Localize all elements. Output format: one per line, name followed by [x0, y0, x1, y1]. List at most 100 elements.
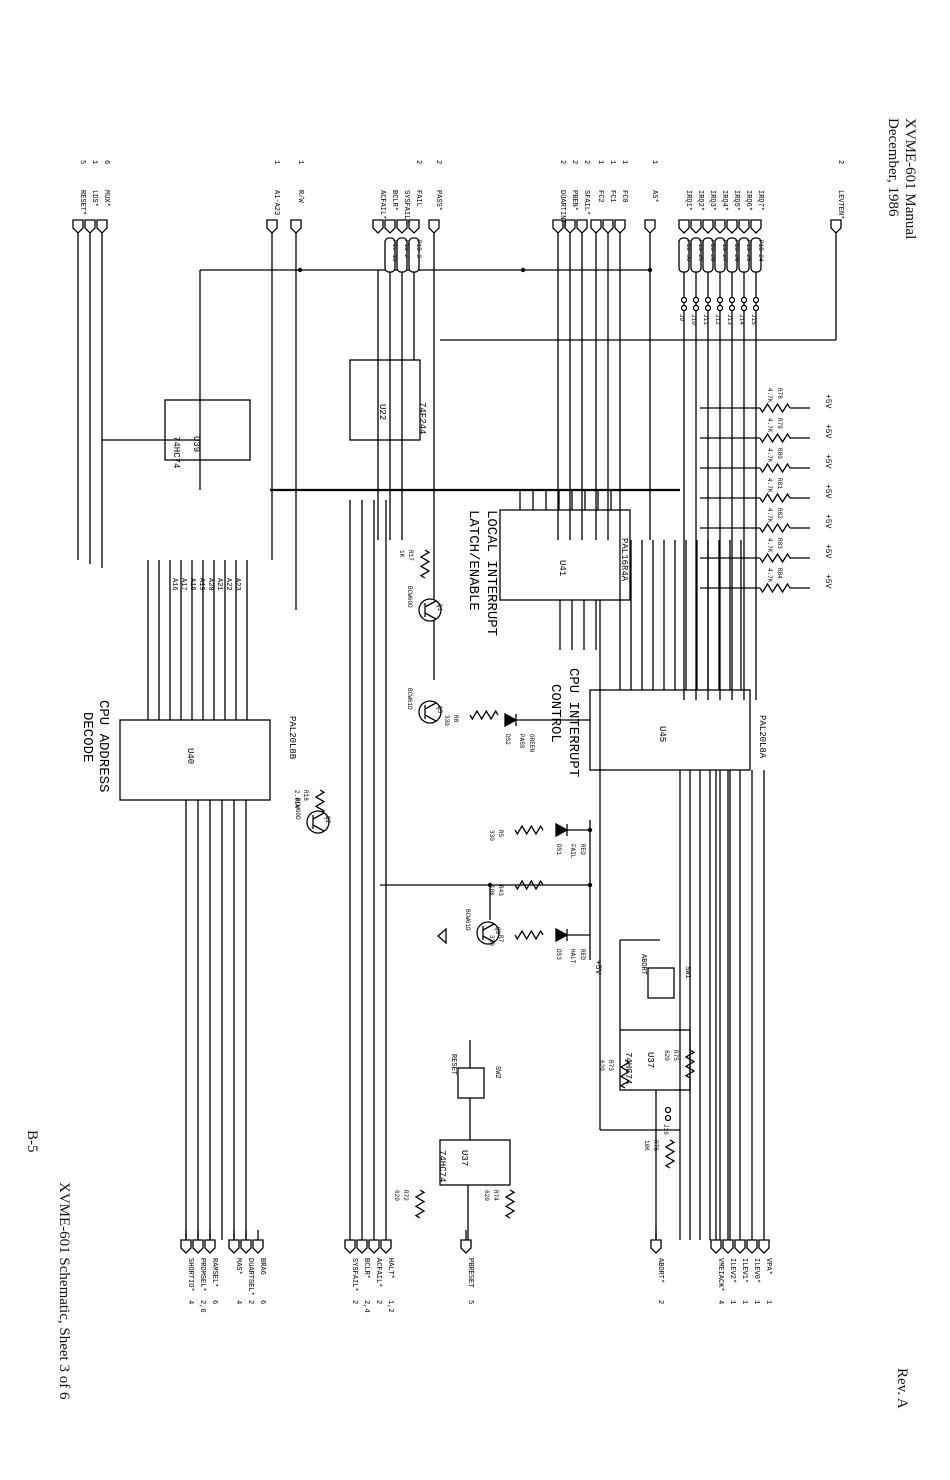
address-line-label: A19: [197, 578, 205, 591]
resistor-value: 620: [598, 1060, 605, 1071]
led-ref: DS2: [504, 734, 511, 745]
top-signal-sheet: 2: [582, 160, 590, 164]
bottom-signal-connector: [460, 1239, 472, 1254]
p1-pin-label: P1B-26: [733, 240, 740, 262]
top-signal-name: IRQ1*: [684, 190, 692, 211]
vcc-label-pullup-3: +5V: [823, 484, 832, 499]
pullup-value: 4.7K: [766, 388, 773, 403]
cpu-address-subtitle: DECODE: [79, 712, 95, 762]
bottom-signal-name: SHORTIO*: [186, 1258, 194, 1292]
p1-pin-label: P1B-28: [709, 240, 716, 262]
top-signal-connector: [72, 219, 84, 234]
top-signal-sheet: 1: [620, 160, 628, 164]
u37b-ref: U37: [459, 1150, 469, 1166]
jumper-pin: [752, 296, 760, 304]
jumper-label: J9: [678, 314, 685, 322]
top-signal-name: IRQ4*: [720, 190, 728, 211]
u22-part: 74F244: [417, 402, 427, 434]
bottom-signal-name: ILEV2*: [728, 1258, 736, 1283]
resistor-value: 330: [488, 935, 495, 946]
top-signal-name: FC1: [608, 190, 616, 203]
led-label: FAIL: [569, 844, 576, 859]
pullup-resistor: [759, 582, 791, 594]
bottom-signal-name: MAS*: [234, 1258, 242, 1275]
address-line-label: A17: [179, 578, 187, 591]
vcc-label-pullup-1: +5V: [823, 424, 832, 439]
bottom-signal-sheet: 1,2: [386, 1300, 394, 1313]
top-signal-connector: [714, 219, 726, 234]
bottom-signal-sheet: 5: [466, 1300, 474, 1304]
junction-dot: [587, 827, 593, 833]
u41-chip: [499, 509, 631, 601]
pullup-ref: R82: [776, 508, 783, 519]
led: [504, 712, 518, 728]
bottom-signal-sheet: 1: [740, 1300, 748, 1304]
junction-dot: [520, 267, 526, 273]
top-signal-name: PASS*: [434, 190, 442, 211]
transistor-part: BCW61D: [406, 688, 413, 710]
bottom-signal-name: DUARTSEL*: [246, 1258, 254, 1296]
pullup-ref: R79: [776, 418, 783, 429]
bottom-signal-connector: [180, 1239, 192, 1254]
jumper-pin: [704, 304, 712, 312]
vcc-label-pullup-2: +5V: [823, 454, 832, 469]
pullup-value: 4.7K: [766, 418, 773, 433]
p1-pin-tag: [702, 237, 714, 273]
top-signal-sheet: 1: [90, 160, 98, 164]
resistor-value: 2.61K: [293, 790, 300, 808]
resistor-ref: R18: [302, 790, 309, 801]
top-signal-connector: [84, 219, 96, 234]
jumper-label: J14: [738, 314, 745, 325]
led: [555, 822, 569, 838]
p1-pin-label: P1C-10: [391, 240, 398, 262]
vcc-label-led-bus: +5V: [593, 960, 602, 975]
top-signal-sheet: 6: [102, 160, 110, 164]
bottom-signal-sheet: 2: [246, 1300, 254, 1304]
address-line-label: A21: [215, 578, 223, 591]
led-color: RED: [579, 844, 586, 855]
pullup-ref: R81: [776, 478, 783, 489]
resistor-value: 10K: [643, 1140, 650, 1151]
vcc-label-pullup-5: +5V: [823, 544, 832, 559]
p1-pin-label: P1B-27: [721, 240, 728, 262]
top-signal-name: SFAIL*: [582, 190, 590, 215]
led: [555, 927, 569, 943]
resistor: [664, 1139, 676, 1169]
bottom-signal-sheet: 4: [234, 1300, 242, 1304]
transistor-emitter: [482, 935, 495, 943]
resistor: [514, 824, 544, 836]
vcc-label-pullup-6: +5V: [823, 574, 832, 589]
jumper-pin: [728, 304, 736, 312]
top-signal-name: MUX*: [102, 190, 110, 207]
top-signal-name: IRQ2*: [696, 190, 704, 211]
bottom-signal-name: ACFAIL*: [374, 1258, 382, 1287]
resistor-ref: R72: [402, 1190, 409, 1201]
switch-box: [457, 1067, 485, 1099]
address-line-label: A16: [170, 578, 178, 591]
top-signal-connector: [602, 219, 614, 234]
u22-chip: [349, 359, 421, 441]
bottom-signal-sheet: 2: [350, 1300, 358, 1304]
pullup-value: 4.7K: [766, 448, 773, 463]
top-signal-name: FC2: [596, 190, 604, 203]
vcc-label-pullup-0: +5V: [823, 394, 832, 409]
pullup-resistor: [759, 402, 791, 414]
local-interrupt-subtitle: LATCH/ENABLE: [465, 510, 481, 611]
top-signal-name: LDS*: [90, 190, 98, 207]
top-signal-connector: [96, 219, 108, 234]
top-signal-sheet: 1: [650, 160, 658, 164]
bottom-signal-sheet: 1: [764, 1300, 772, 1304]
u39-chip: [164, 399, 251, 461]
bottom-signal-sheet: 2,6: [198, 1300, 206, 1313]
top-signal-sheet: 1: [296, 160, 304, 164]
switch-label: RESET: [449, 1054, 457, 1075]
cpu-interrupt-title: CPU INTERRUPT: [565, 668, 581, 777]
jumper-pin: [716, 296, 724, 304]
top-signal-connector: [290, 219, 302, 234]
jumper-label: J10: [690, 314, 697, 325]
resistor-value: 620: [483, 1190, 490, 1201]
transistor-ref: Q2: [324, 816, 331, 824]
p1-pin-tag: [408, 237, 420, 273]
top-signal-sheet: 2: [570, 160, 578, 164]
